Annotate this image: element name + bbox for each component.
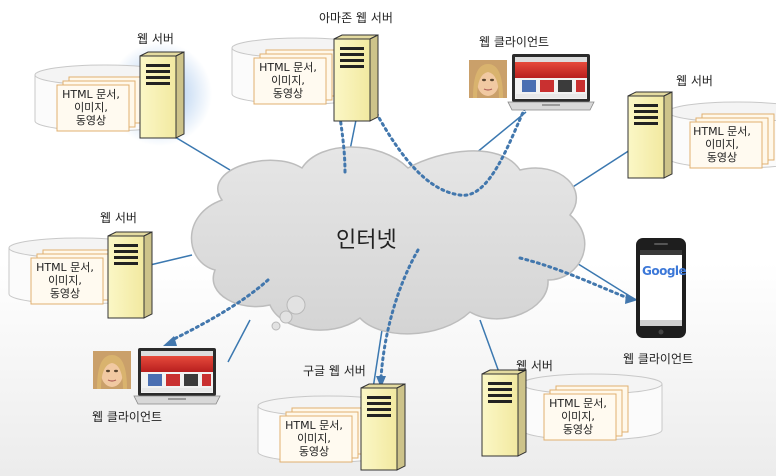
arrow-to-phone [518,256,630,300]
client-top-face [468,59,508,99]
client-top-laptop-icon [507,53,595,111]
phone-google-logo: Google [642,264,687,278]
internet-cloud [190,146,586,335]
client-top-label: 웹 클라이언트 [479,35,550,49]
server-bottomright-icon [481,369,527,457]
docs-bottomright-text: HTML 문서, 이미지, 동영상 [549,397,607,436]
link-right-server [564,149,631,193]
server-right-label: 웹 서버 [676,74,713,88]
server-topleft-label: 웹 서버 [137,32,174,46]
server-bottomright-label: 웹 서버 [516,359,553,373]
server-left-label: 웹 서버 [100,211,137,225]
server-amazon-label: 아마존 웹 서버 [319,11,393,25]
client-bottom-face [92,350,132,390]
arrow-to-bottom-client [170,278,270,342]
arrow-to-google [379,248,420,380]
client-bottom-label: 웹 클라이언트 [92,410,163,424]
internet-label: 인터넷 [336,228,397,253]
server-google-label: 구글 웹 서버 [303,364,366,378]
client-phone-label: 웹 클라이언트 [623,352,694,366]
server-topleft-icon [139,51,185,139]
client-bottom-laptop-icon [133,347,221,405]
server-left-icon [107,231,153,319]
arrow-amazon-to-client [363,90,527,197]
docs-left-text: HTML 문서, 이미지, 동영상 [36,261,94,300]
server-amazon-icon [333,34,379,122]
server-google-icon [360,383,406,471]
link-left-server [149,254,193,266]
docs-amazon-text: HTML 문서, 이미지, 동영상 [259,61,317,100]
docs-google-text: HTML 문서, 이미지, 동영상 [285,419,343,458]
smartphone-icon [636,238,686,338]
server-right-icon [627,91,673,179]
link-bottom-client [227,319,251,363]
link-bottomright-server [479,319,501,376]
link-phone-client [574,261,629,296]
docs-topleft-text: HTML 문서, 이미지, 동영상 [62,88,120,127]
docs-right-text: HTML 문서, 이미지, 동영상 [693,125,751,164]
